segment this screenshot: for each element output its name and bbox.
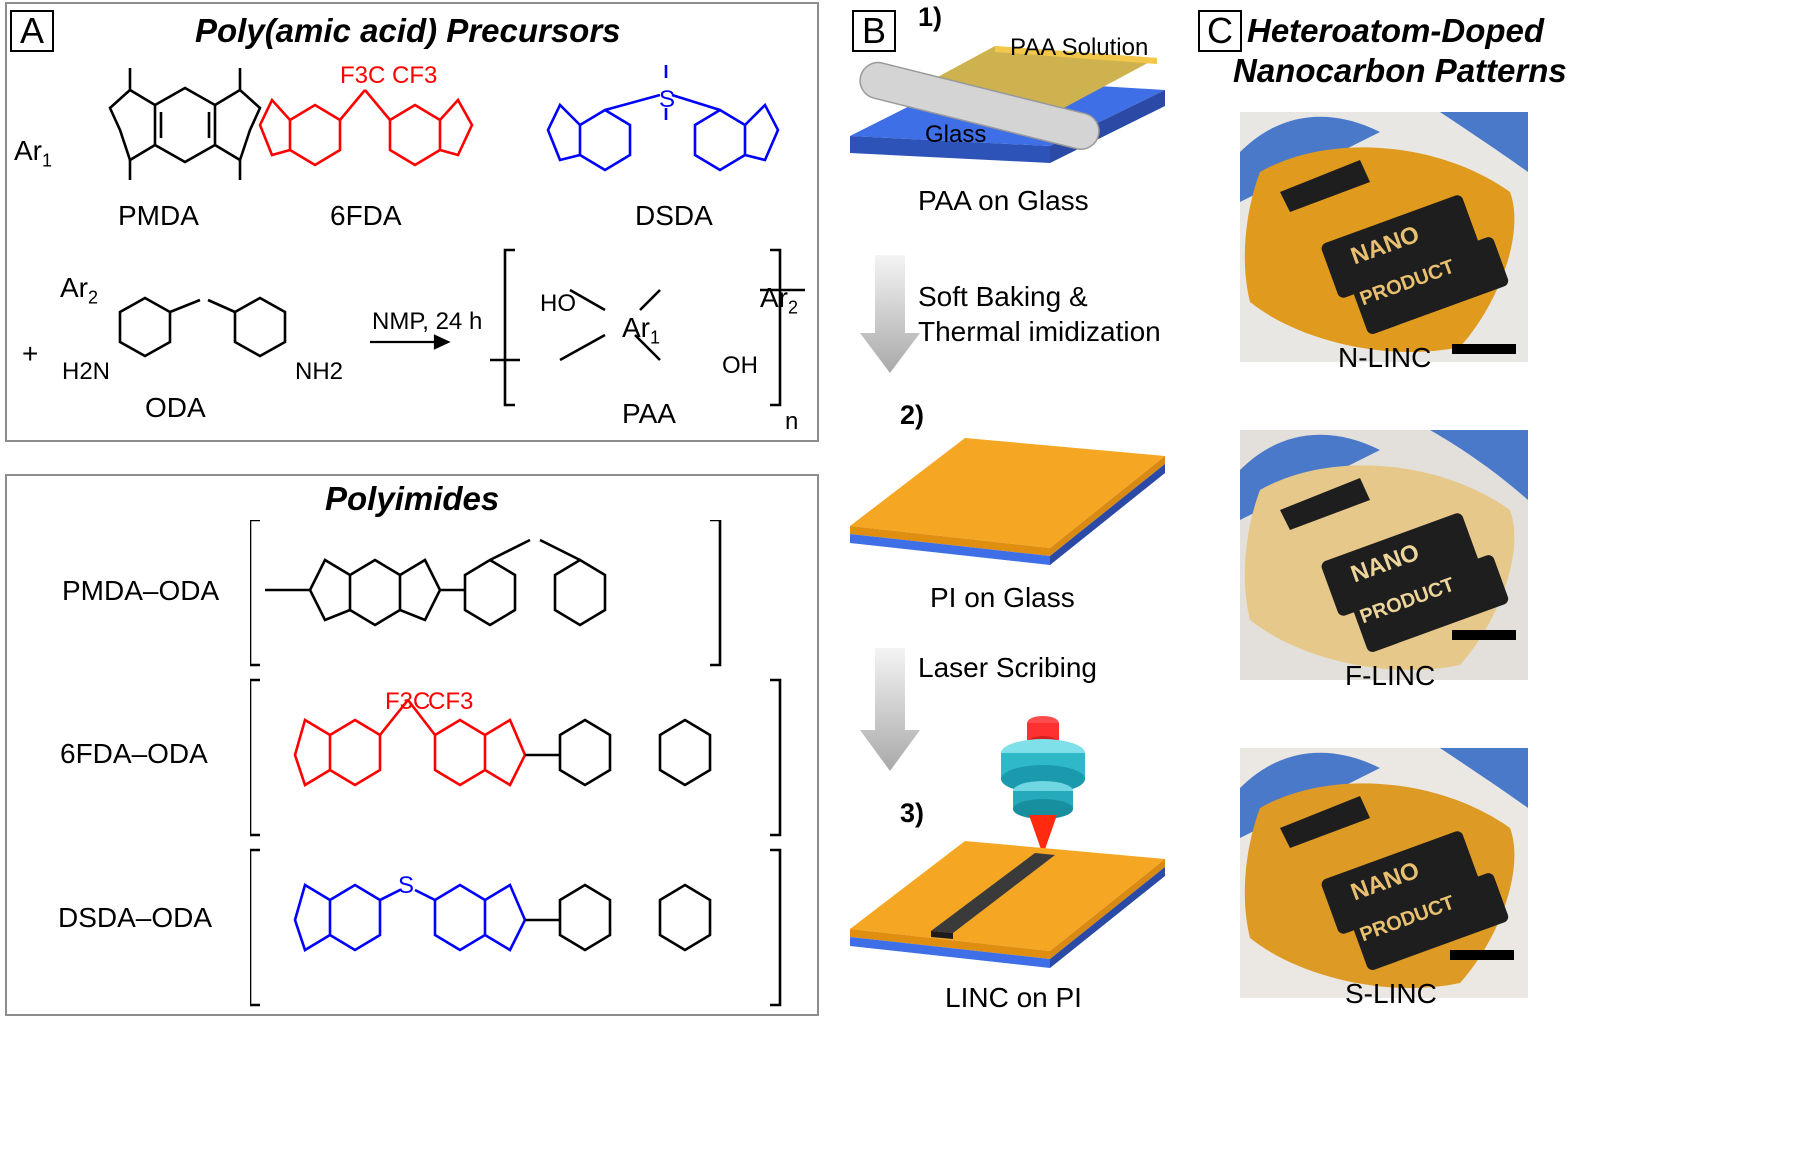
dsda-s-label: S	[659, 86, 676, 113]
reaction-condition: NMP, 24 h	[372, 308, 483, 335]
arrow-1-text-line1: Soft Baking &	[918, 281, 1088, 312]
6fda-f3c-label: F3C	[340, 62, 386, 89]
polyimide-label-dsda-oda: DSDA–ODA	[58, 902, 213, 933]
caption-linc-on-pi: LINC on PI	[945, 982, 1082, 1013]
monomer-label-6fda: 6FDA	[330, 200, 402, 231]
step-3-label: 3)	[900, 798, 925, 828]
product-label-paa: PAA	[622, 398, 676, 429]
monomer-label-dsda: DSDA	[635, 200, 713, 231]
panel-a-polyimides-box	[5, 474, 819, 1016]
sample-label-f-linc: F-LINC	[1345, 660, 1436, 691]
photo-f-linc: NANO PRODUCT	[1240, 430, 1528, 680]
sample-label-n-linc: N-LINC	[1338, 342, 1432, 373]
arrow-1-text-line2: Thermal imidization	[918, 316, 1161, 347]
photo-s-linc: NANO PRODUCT	[1240, 748, 1528, 998]
panel-c-title-line1: Heteroatom-Doped	[1247, 12, 1545, 49]
polyimide-structures	[250, 520, 782, 1007]
6fda-structure	[258, 89, 474, 167]
pi-on-glass-illustration	[850, 438, 1165, 565]
panel-c-title-line2: Nanocarbon Patterns	[1233, 52, 1567, 89]
step-2-label: 2)	[900, 400, 925, 430]
panel-a-letter: A	[10, 10, 54, 52]
panel-c-letter: C	[1198, 10, 1242, 52]
paa-ho-label: HO	[540, 290, 576, 317]
sample-label-s-linc: S-LINC	[1345, 978, 1437, 1009]
dsda-structure	[546, 65, 780, 172]
6fda-cf3-label: CF3	[392, 62, 438, 89]
pmda-structure	[108, 68, 262, 180]
monomer-label-pmda: PMDA	[118, 200, 199, 231]
caption-pi-on-glass: PI on Glass	[930, 582, 1075, 613]
polyimide-label-pmda-oda: PMDA–ODA	[62, 575, 220, 606]
pi-dsda-s-label: S	[398, 872, 415, 899]
pmda-oda-structure	[250, 520, 722, 667]
paa-oh-label: OH	[722, 352, 758, 379]
oda-structure	[118, 296, 287, 358]
panel-b-letter: B	[852, 10, 896, 52]
panel-a-precursors-box	[5, 2, 819, 442]
pi-6fda-f3c-label: F3C	[385, 688, 431, 715]
paa-structure	[490, 248, 805, 407]
process-arrow-2	[860, 648, 920, 771]
arrow-2-text: Laser Scribing	[918, 652, 1097, 683]
oda-h2n-label: H2N	[62, 358, 111, 385]
scale-bar-1	[1452, 344, 1516, 354]
pi-6fda-cf3-label: CF3	[428, 688, 474, 715]
diamine-label-oda: ODA	[145, 392, 206, 423]
plus-sign: +	[22, 338, 39, 369]
paa-on-glass-illustration	[850, 46, 1165, 163]
polyimides-title: Polyimides	[325, 480, 500, 517]
ar2-label: Ar2	[60, 272, 99, 308]
reaction-arrow	[370, 334, 451, 350]
paa-n-sub: n	[785, 408, 799, 435]
paa-ar2-label: Ar2	[760, 282, 799, 318]
6fda-oda-structure	[250, 678, 782, 837]
scale-bar-2	[1452, 630, 1516, 640]
oda-nh2-label: NH2	[295, 358, 344, 385]
step-1-label: 1)	[918, 2, 943, 32]
precursor-structures	[108, 65, 805, 407]
ar1-label: Ar1	[14, 135, 53, 171]
photo-n-linc: NANO PRODUCT	[1240, 112, 1528, 362]
process-arrow-1	[860, 255, 920, 373]
dsda-oda-structure	[250, 848, 782, 1007]
glass-label: Glass	[925, 121, 987, 148]
paa-solution-label-line1: PAA Solution	[1010, 34, 1149, 61]
precursors-title: Poly(amic acid) Precursors	[195, 12, 621, 49]
linc-on-pi-illustration	[850, 716, 1165, 968]
scale-bar-3	[1450, 950, 1514, 960]
paa-ar1-label: Ar1	[622, 312, 661, 348]
caption-paa-on-glass: PAA on Glass	[918, 185, 1089, 216]
polyimide-label-6fda-oda: 6FDA–ODA	[60, 738, 208, 769]
